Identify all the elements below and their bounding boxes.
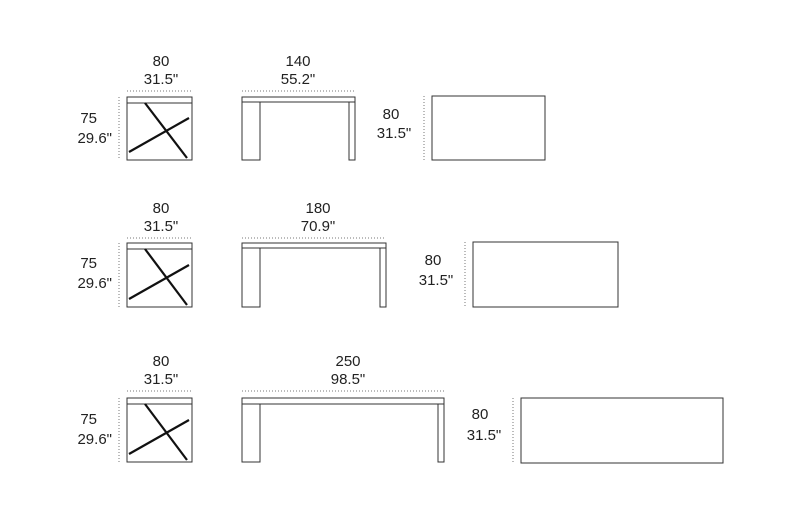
side-width-in: 31.5" [144, 218, 179, 235]
front-view-drawing [241, 242, 387, 308]
top-view-drawing [431, 95, 546, 161]
front-length-cm: 250 [335, 353, 360, 370]
height-in: 29.6" [77, 275, 112, 292]
side-width-in: 31.5" [144, 371, 179, 388]
side-view-drawing [126, 397, 193, 463]
top-depth-in: 31.5" [377, 125, 412, 142]
table-variant-3: 80 31.5" 75 29.6" 250 98.5" 80 31.5" [77, 353, 724, 464]
height-cm: 75 [80, 110, 97, 127]
side-width-cm: 80 [153, 53, 170, 70]
table-variant-2: 80 31.5" 75 29.6" 180 70.9" 80 31.5" [77, 200, 619, 308]
side-width-cm: 80 [153, 353, 170, 370]
front-length-in: 98.5" [331, 371, 366, 388]
front-length-cm: 180 [305, 200, 330, 217]
front-length-in: 70.9" [301, 218, 336, 235]
top-depth-in: 31.5" [419, 272, 454, 289]
top-depth-cm: 80 [383, 106, 400, 123]
front-length-in: 55.2" [281, 71, 316, 88]
side-view-drawing [126, 242, 193, 308]
side-view-drawing [126, 96, 193, 161]
front-view-drawing [241, 96, 356, 161]
top-depth-cm: 80 [425, 252, 442, 269]
height-in: 29.6" [77, 130, 112, 147]
top-depth-in: 31.5" [467, 427, 502, 444]
front-view-drawing [241, 397, 445, 463]
height-cm: 75 [80, 411, 97, 428]
height-in: 29.6" [77, 431, 112, 448]
table-variant-1: 80 31.5" 75 29.6" 140 55.2" 80 31.5" [77, 53, 546, 161]
side-width-cm: 80 [153, 200, 170, 217]
front-length-cm: 140 [285, 53, 310, 70]
top-view-drawing [520, 397, 724, 464]
side-width-in: 31.5" [144, 71, 179, 88]
height-cm: 75 [80, 255, 97, 272]
top-view-drawing [472, 241, 619, 308]
top-depth-cm: 80 [472, 406, 489, 423]
